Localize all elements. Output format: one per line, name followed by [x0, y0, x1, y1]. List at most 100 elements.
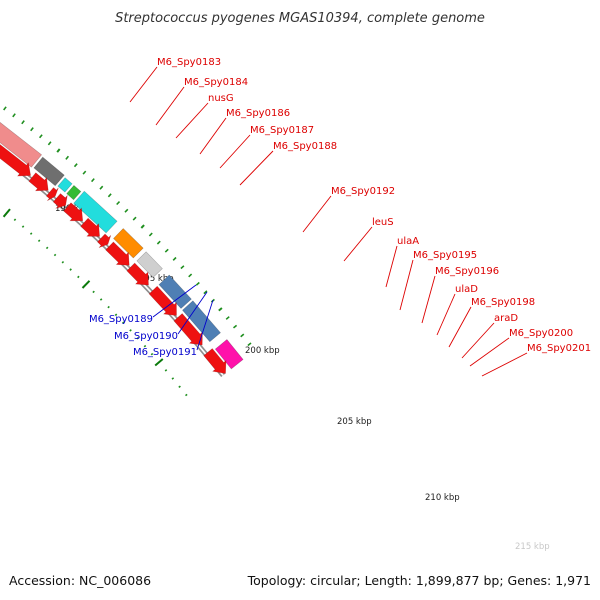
- minor-tick: [29, 232, 33, 235]
- gene-label-m6_spy0190: M6_Spy0190: [114, 331, 178, 342]
- leader-line: [199, 117, 227, 155]
- minor-tick: [150, 352, 154, 356]
- gene-labels: M6_Spy0183M6_Spy0184nusGM6_Spy0186M6_Spy…: [89, 57, 591, 358]
- minor-tick: [136, 336, 140, 340]
- outer-tick: [132, 216, 137, 221]
- map-title: Streptococcus pyogenes MGAS10394, comple…: [115, 11, 485, 26]
- feature-box: [57, 177, 73, 193]
- outer-tick: [203, 290, 208, 295]
- topology-label: Topology: circular; Length: 1,899,877 bp…: [247, 573, 591, 588]
- leader-line: [436, 293, 456, 336]
- gene-label-m6_spy0192: M6_Spy0192: [331, 186, 395, 197]
- leader-line: [481, 352, 528, 377]
- outer-tick: [188, 273, 193, 278]
- feature-box: [73, 190, 118, 234]
- outer-tick: [124, 208, 129, 213]
- minor-tick: [37, 239, 41, 243]
- outer-tick: [148, 232, 153, 237]
- leader-line: [129, 66, 158, 103]
- leader-line: [385, 245, 398, 288]
- minor-tick: [92, 290, 95, 294]
- leader-line: [399, 259, 414, 311]
- leader-line: [302, 195, 332, 233]
- leader-line: [152, 284, 197, 318]
- scale-label: 205 kbp: [337, 417, 372, 427]
- outer-tick: [38, 134, 43, 139]
- minor-tick: [107, 305, 110, 309]
- outer-tick: [56, 148, 61, 153]
- cds-arrow: [45, 187, 59, 201]
- leader-line: [343, 226, 373, 262]
- leader-line: [448, 306, 472, 348]
- scale-ticks: [2, 106, 252, 397]
- feature-box: [136, 251, 163, 278]
- cds-arrow: [97, 233, 112, 248]
- leader-line: [177, 291, 208, 335]
- outer-tick: [21, 120, 25, 125]
- outer-tick: [240, 333, 245, 338]
- outer-tick: [225, 316, 230, 320]
- minor-tick: [129, 329, 132, 332]
- outer-tick: [82, 170, 87, 175]
- minor-tick: [61, 260, 65, 264]
- outer-tick: [12, 113, 16, 118]
- gene-label-m6_spy0186: M6_Spy0186: [226, 108, 290, 119]
- cds-arrow: [148, 285, 177, 316]
- outer-tick: [73, 163, 78, 168]
- gene-label-leus: leuS: [372, 217, 394, 228]
- minor-tick: [178, 385, 181, 389]
- cds-arrow: [173, 313, 203, 346]
- major-tick: [154, 358, 164, 367]
- minor-tick: [69, 268, 72, 271]
- scale-label: 195 kbp: [139, 274, 174, 284]
- outer-tick: [47, 141, 52, 146]
- feature-box: [66, 184, 82, 201]
- feature-box: [113, 228, 144, 259]
- leader-line: [155, 86, 185, 126]
- gene-label-m6_spy0188: M6_Spy0188: [273, 141, 337, 152]
- cds-arrows: [0, 144, 227, 374]
- minor-tick: [77, 275, 80, 279]
- scale-label: 215 kbp: [515, 542, 550, 552]
- gene-label-ulad: ulaD: [455, 284, 478, 295]
- scale-label: 210 kbp: [425, 493, 460, 503]
- minor-tick: [185, 393, 188, 397]
- label-leader-lines: [129, 66, 528, 377]
- gene-label-m6_spy0195: M6_Spy0195: [413, 250, 477, 261]
- cds-arrow: [105, 241, 130, 266]
- leader-line: [469, 337, 510, 367]
- minor-tick: [171, 377, 175, 380]
- feature-box: [0, 121, 43, 168]
- gene-label-m6_spy0191: M6_Spy0191: [133, 347, 197, 358]
- feature-box: [33, 156, 65, 187]
- feature-box: [182, 300, 221, 343]
- cds-arrow: [80, 217, 100, 237]
- gene-label-m6_spy0189: M6_Spy0189: [89, 314, 153, 325]
- accession-label: Accession: NC_006086: [9, 573, 151, 588]
- leader-line: [196, 299, 214, 351]
- feature-box: [158, 274, 192, 309]
- cds-arrow: [203, 348, 227, 374]
- outer-tick: [156, 240, 161, 245]
- outer-tick: [3, 106, 7, 111]
- feature-boxes: [0, 121, 244, 370]
- outer-tick: [107, 193, 112, 198]
- outer-tick: [65, 155, 70, 160]
- outer-tick: [180, 265, 185, 270]
- outer-tick: [195, 281, 200, 286]
- cds-arrow: [0, 144, 31, 177]
- scale-label: 200 kbp: [245, 346, 280, 356]
- outer-tick: [140, 224, 145, 229]
- feature-box: [214, 339, 244, 370]
- outer-tick: [164, 248, 169, 253]
- minor-tick: [143, 344, 147, 348]
- minor-tick: [122, 321, 125, 324]
- leader-line: [461, 322, 495, 359]
- outer-tick: [116, 201, 121, 206]
- outer-tick: [30, 127, 34, 132]
- cds-arrow: [126, 262, 149, 286]
- major-tick: [81, 280, 91, 289]
- outer-tick: [232, 324, 238, 329]
- minor-tick: [99, 298, 103, 301]
- leader-line: [175, 102, 209, 139]
